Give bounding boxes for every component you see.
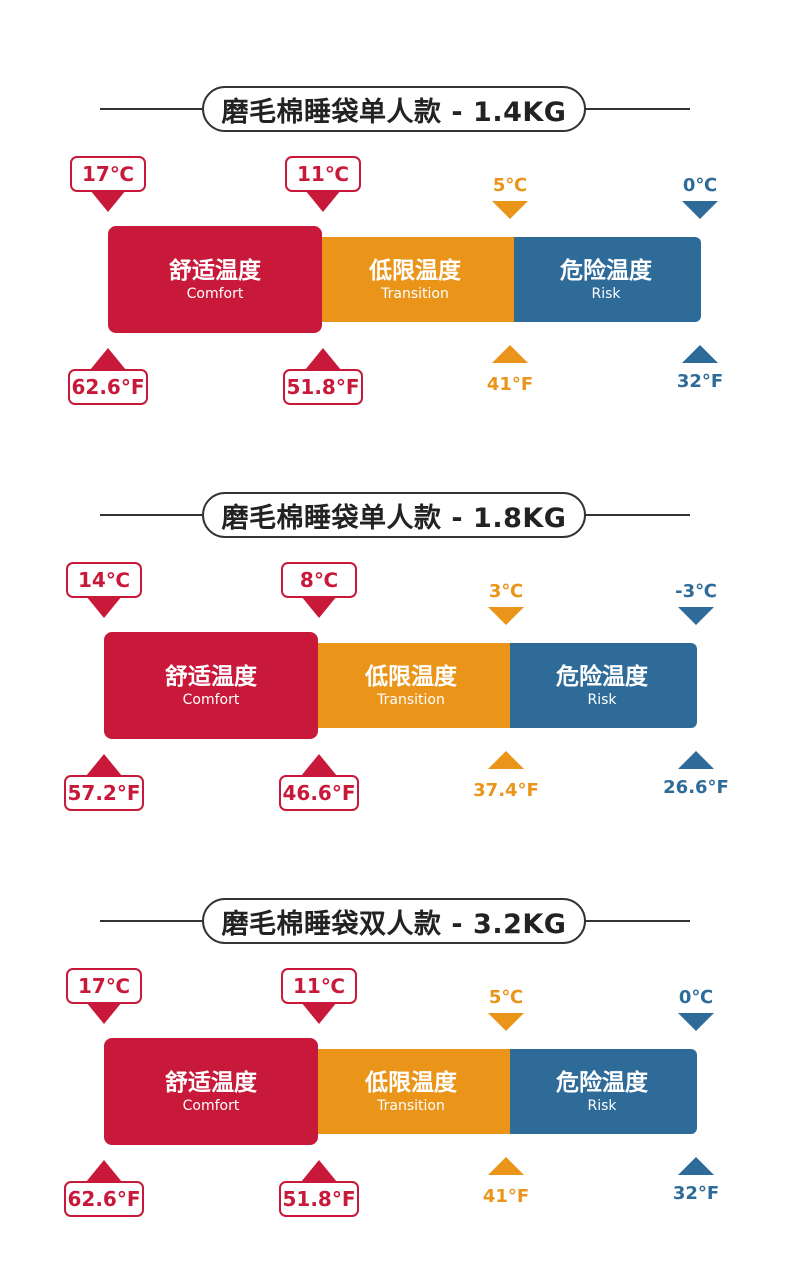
risk-celsius-pointer	[682, 201, 718, 219]
risk-band-title: 危险温度	[556, 1069, 648, 1096]
risk-fahrenheit-label: 32°F	[672, 1183, 720, 1204]
comfort-band-subtitle: Comfort	[186, 285, 244, 302]
transition-fahrenheit-pointer	[488, 751, 524, 769]
risk-band-title: 危险温度	[560, 257, 652, 284]
transition-band: 低限温度 Transition	[312, 643, 510, 728]
limit-celsius-pointer	[301, 596, 337, 618]
transition-band: 低限温度 Transition	[312, 1049, 510, 1134]
transition-fahrenheit-pointer	[492, 345, 528, 363]
section-title: 磨毛棉睡袋单人款 - 1.4KG	[202, 86, 586, 132]
limit-fahrenheit-pointer	[301, 1160, 337, 1182]
risk-band: 危险温度 Risk	[507, 1049, 697, 1134]
transition-band-subtitle: Transition	[377, 691, 445, 708]
comfort-fahrenheit-pointer	[86, 1160, 122, 1182]
comfort-band: 舒适温度 Comfort	[104, 632, 318, 739]
transition-band-subtitle: Transition	[381, 285, 449, 302]
comfort-celsius-tag: 14℃	[66, 562, 142, 598]
risk-band: 危险温度 Risk	[511, 237, 701, 322]
limit-fahrenheit-pointer	[301, 754, 337, 776]
risk-fahrenheit-pointer	[682, 345, 718, 363]
risk-fahrenheit-label: 32°F	[676, 371, 724, 392]
comfort-band-title: 舒适温度	[169, 257, 261, 284]
limit-fahrenheit-tag: 51.8°F	[279, 1181, 359, 1217]
comfort-band-title: 舒适温度	[165, 1069, 257, 1096]
limit-celsius-tag: 8℃	[281, 562, 357, 598]
limit-celsius-tag: 11℃	[281, 968, 357, 1004]
limit-celsius-tag: 11℃	[285, 156, 361, 192]
risk-band-subtitle: Risk	[587, 691, 617, 708]
transition-band-title: 低限温度	[365, 1069, 457, 1096]
risk-band-subtitle: Risk	[587, 1097, 617, 1114]
transition-celsius-pointer	[492, 201, 528, 219]
limit-fahrenheit-pointer	[305, 348, 341, 370]
comfort-celsius-pointer	[90, 190, 126, 212]
limit-celsius-pointer	[301, 1002, 337, 1024]
transition-band-title: 低限温度	[365, 663, 457, 690]
comfort-fahrenheit-tag: 57.2°F	[64, 775, 144, 811]
section-3: 磨毛棉睡袋双人款 - 3.2KG 17℃ 11℃ 5℃ 0℃ 舒适温度 Comf…	[0, 896, 790, 1256]
risk-band: 危险温度 Risk	[507, 643, 697, 728]
section-2: 磨毛棉睡袋单人款 - 1.8KG 14℃ 8℃ 3℃ -3℃ 舒适温度 Comf…	[0, 490, 790, 850]
risk-fahrenheit-label: 26.6°F	[663, 777, 729, 798]
comfort-fahrenheit-tag: 62.6°F	[64, 1181, 144, 1217]
transition-celsius-pointer	[488, 607, 524, 625]
risk-celsius-label: 0℃	[678, 987, 714, 1008]
risk-band-title: 危险温度	[556, 663, 648, 690]
transition-band-subtitle: Transition	[377, 1097, 445, 1114]
comfort-band-subtitle: Comfort	[182, 691, 240, 708]
comfort-fahrenheit-pointer	[86, 754, 122, 776]
risk-celsius-label: -3℃	[675, 581, 717, 602]
risk-fahrenheit-pointer	[678, 1157, 714, 1175]
risk-celsius-pointer	[678, 607, 714, 625]
risk-celsius-pointer	[678, 1013, 714, 1031]
transition-celsius-label: 5℃	[492, 175, 528, 196]
risk-celsius-label: 0℃	[682, 175, 718, 196]
transition-band-title: 低限温度	[369, 257, 461, 284]
comfort-celsius-pointer	[86, 596, 122, 618]
transition-fahrenheit-pointer	[488, 1157, 524, 1175]
transition-fahrenheit-label: 41°F	[482, 1186, 530, 1207]
transition-celsius-label: 3℃	[488, 581, 524, 602]
section-title: 磨毛棉睡袋单人款 - 1.8KG	[202, 492, 586, 538]
transition-celsius-label: 5℃	[488, 987, 524, 1008]
transition-celsius-pointer	[488, 1013, 524, 1031]
limit-celsius-pointer	[305, 190, 341, 212]
transition-fahrenheit-label: 37.4°F	[473, 780, 539, 801]
limit-fahrenheit-tag: 51.8°F	[283, 369, 363, 405]
transition-band: 低限温度 Transition	[316, 237, 514, 322]
risk-band-subtitle: Risk	[591, 285, 621, 302]
comfort-celsius-tag: 17℃	[70, 156, 146, 192]
comfort-band-subtitle: Comfort	[182, 1097, 240, 1114]
comfort-celsius-tag: 17℃	[66, 968, 142, 1004]
section-1: 磨毛棉睡袋单人款 - 1.4KG 17℃ 11℃ 5℃ 0℃ 舒适温度 Comf…	[0, 84, 790, 444]
comfort-celsius-pointer	[86, 1002, 122, 1024]
comfort-fahrenheit-pointer	[90, 348, 126, 370]
limit-fahrenheit-tag: 46.6°F	[279, 775, 359, 811]
comfort-fahrenheit-tag: 62.6°F	[68, 369, 148, 405]
comfort-band: 舒适温度 Comfort	[108, 226, 322, 333]
comfort-band-title: 舒适温度	[165, 663, 257, 690]
section-title: 磨毛棉睡袋双人款 - 3.2KG	[202, 898, 586, 944]
comfort-band: 舒适温度 Comfort	[104, 1038, 318, 1145]
risk-fahrenheit-pointer	[678, 751, 714, 769]
transition-fahrenheit-label: 41°F	[486, 374, 534, 395]
